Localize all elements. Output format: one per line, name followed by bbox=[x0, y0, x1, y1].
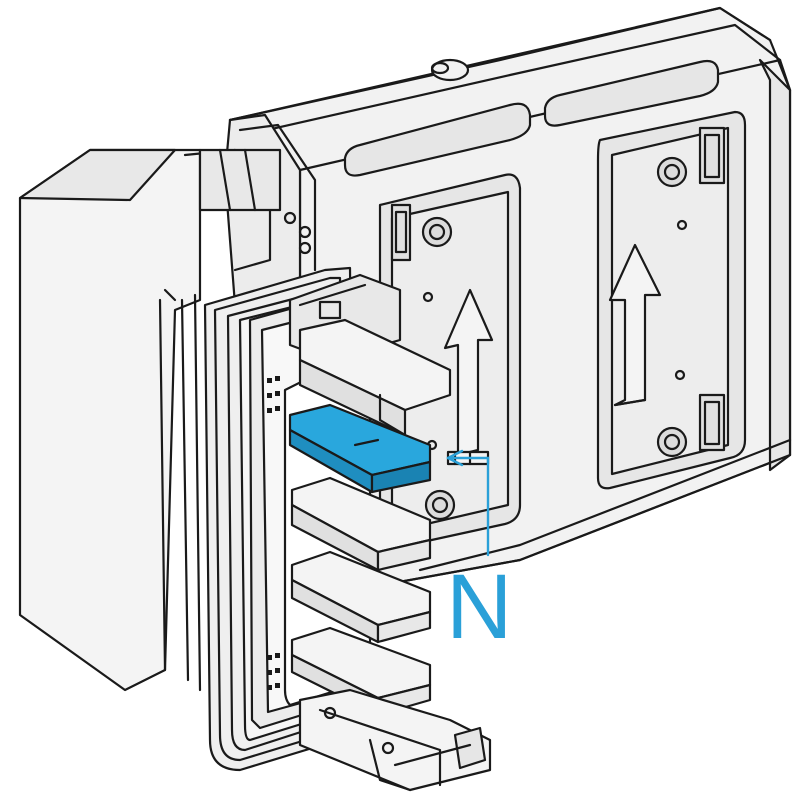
busbar-1 bbox=[298, 318, 452, 437]
left-housing-block bbox=[18, 148, 202, 692]
busbar-3 bbox=[290, 550, 432, 644]
busbar-2 bbox=[290, 476, 432, 572]
joint-flange bbox=[183, 113, 317, 307]
neutral-label: N bbox=[446, 556, 512, 658]
bottom-bracket bbox=[298, 688, 492, 792]
up-arrow-icon bbox=[608, 243, 662, 407]
busbar-neutral-highlighted bbox=[288, 403, 432, 494]
neutral-callout-leader bbox=[446, 449, 490, 557]
mounting-bolts bbox=[390, 126, 726, 521]
